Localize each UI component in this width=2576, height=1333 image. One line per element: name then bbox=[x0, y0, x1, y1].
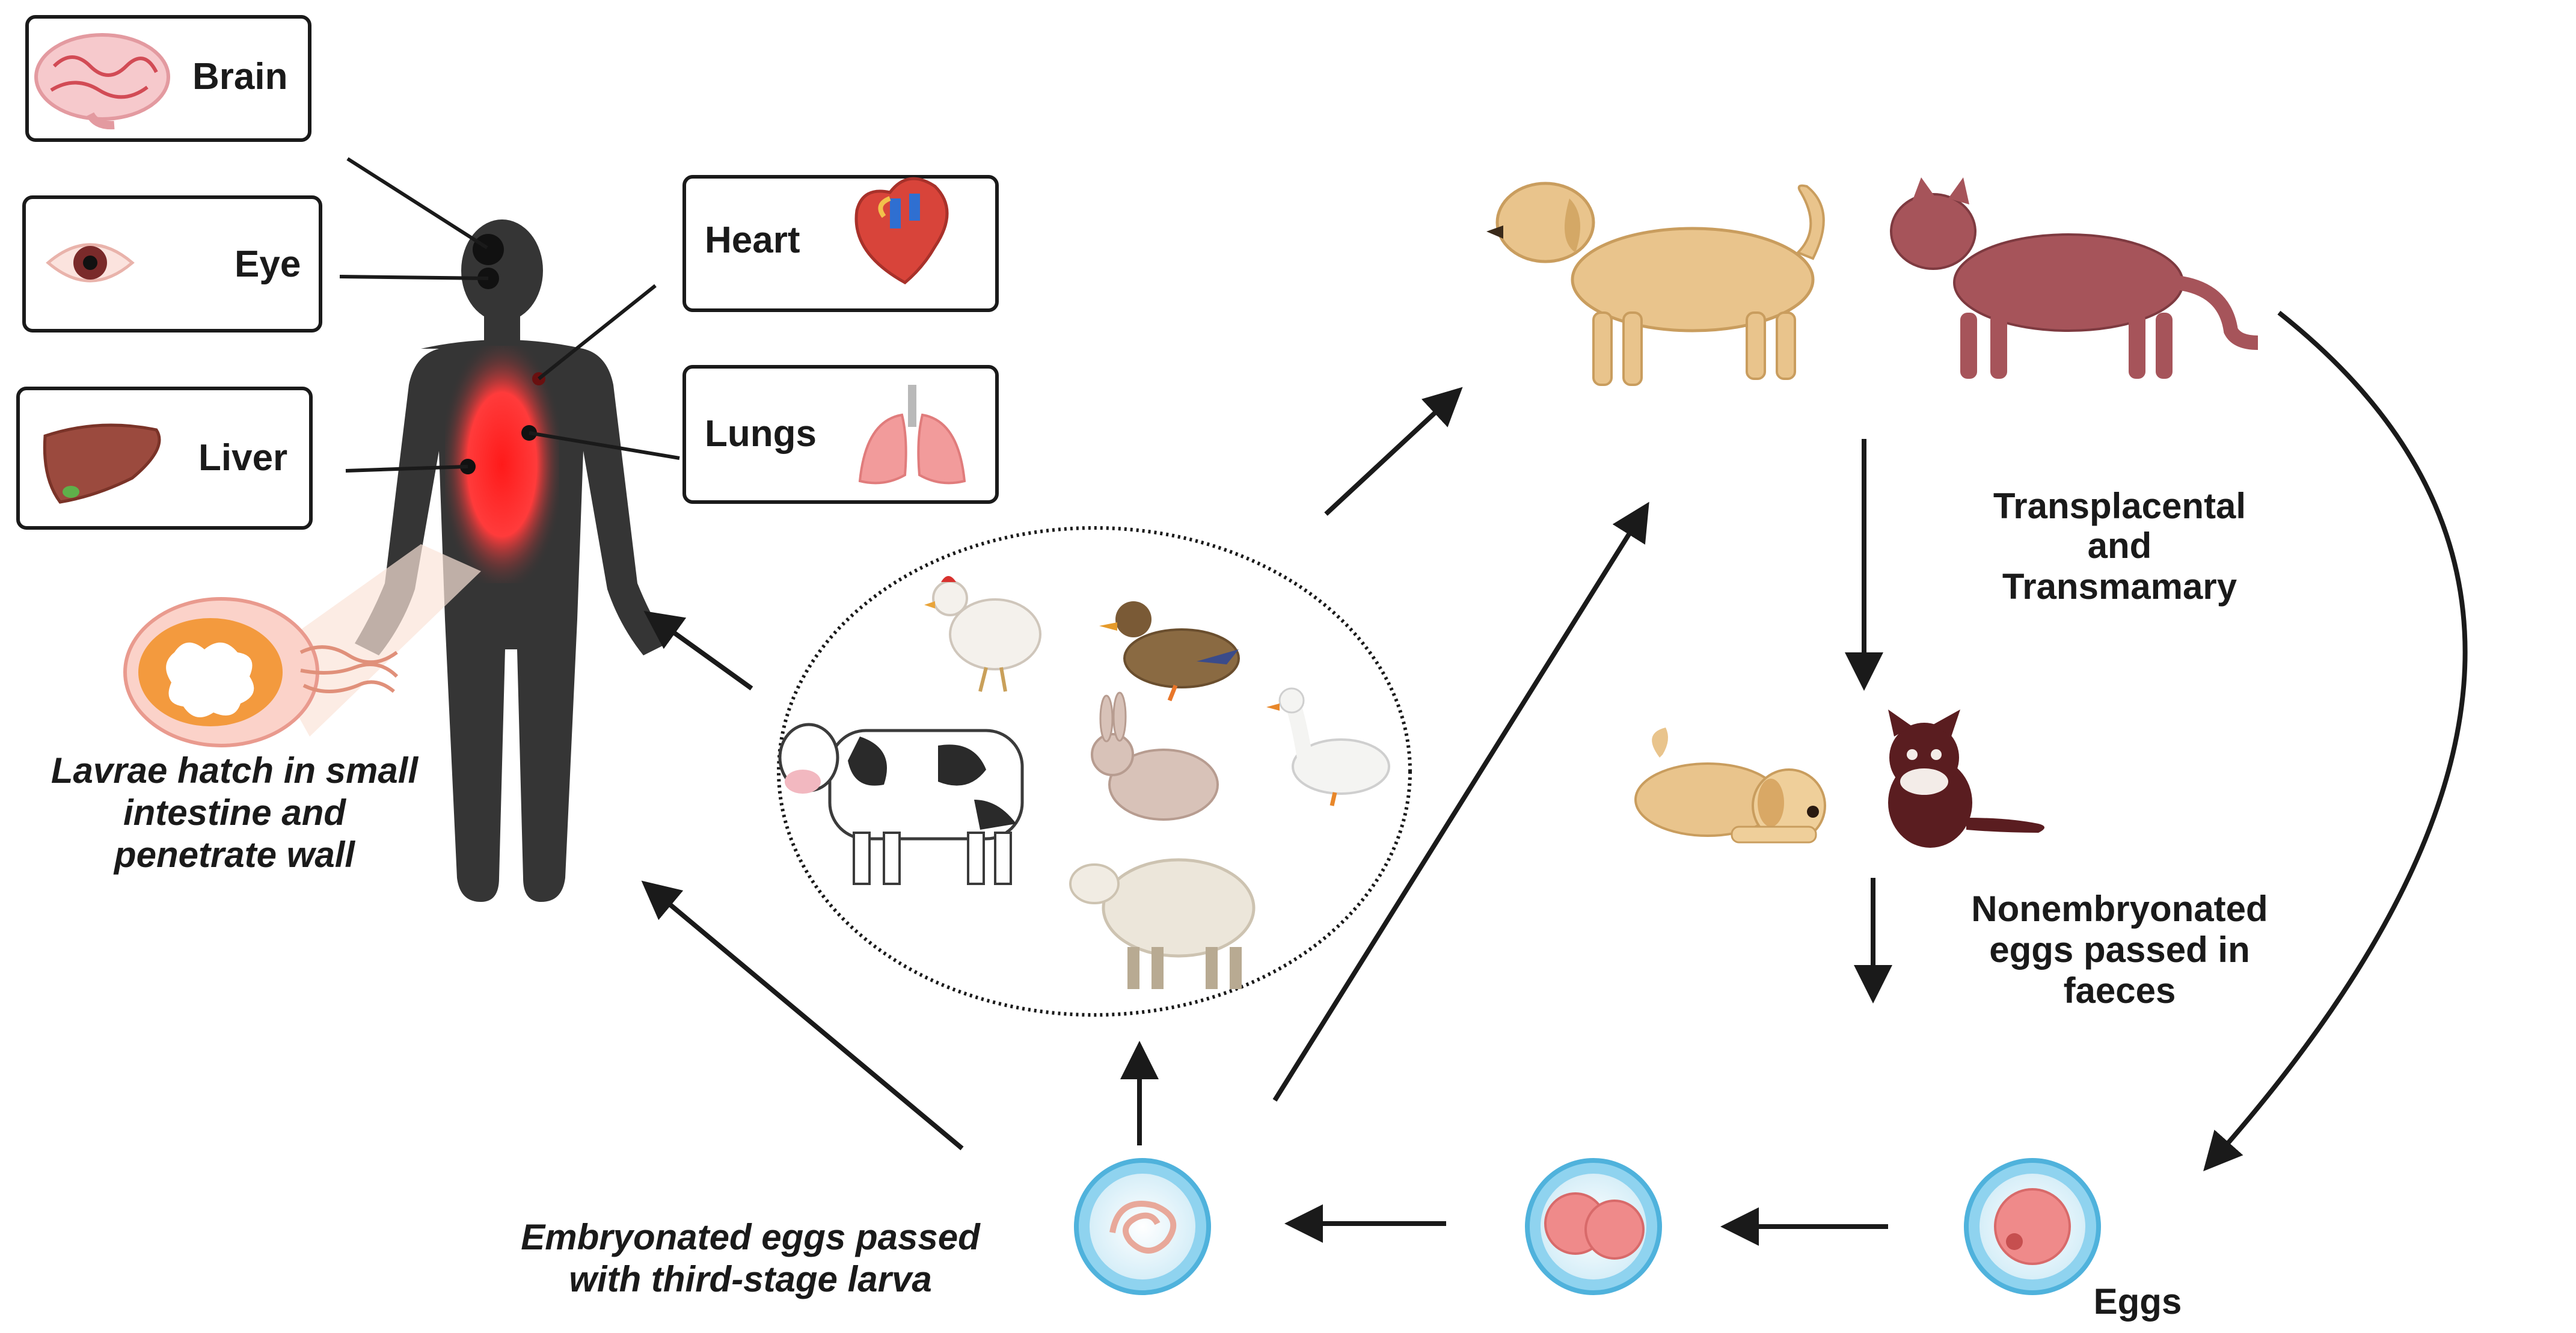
duck-icon bbox=[1099, 601, 1240, 702]
two-cell-egg-icon bbox=[1525, 1158, 1662, 1295]
arrow-cat-to-eggs bbox=[2203, 310, 2468, 1171]
sheep-icon bbox=[1069, 858, 1256, 989]
lungs-icon bbox=[858, 385, 966, 485]
dog-icon bbox=[1486, 182, 1825, 386]
intestine-cross-section-icon bbox=[123, 544, 481, 747]
kitten-icon bbox=[1888, 709, 2044, 848]
brain-box: Brain bbox=[25, 15, 311, 142]
embryonated-caption-line-2: with third-stage larva bbox=[569, 1259, 931, 1299]
arrow-egg-to-human bbox=[641, 880, 964, 1151]
cat-icon bbox=[1890, 177, 2259, 379]
heart-box: Heart bbox=[682, 175, 999, 312]
eye-icon bbox=[46, 243, 135, 283]
nonembryonated-caption-line-2: eggs passed in bbox=[1989, 930, 2249, 970]
brain-label: Brain bbox=[192, 56, 287, 97]
brain-icon bbox=[34, 33, 170, 130]
transplacental-caption-line-1: Transplacental bbox=[1993, 486, 2246, 526]
cow-icon bbox=[778, 723, 1024, 885]
lungs-label: Lungs bbox=[705, 413, 817, 455]
chicken-icon bbox=[924, 576, 1041, 692]
puppy-icon bbox=[1634, 728, 1826, 844]
embryonated-caption-line-1: Embryonated eggs passed bbox=[521, 1217, 981, 1257]
cycle-arrows bbox=[641, 310, 2468, 1246]
eggs-caption: Eggs bbox=[2094, 1281, 2182, 1322]
eye-box: Eye bbox=[22, 195, 322, 332]
larvae-caption-line-1: Lavrae hatch in small bbox=[51, 750, 419, 791]
nonembryonated-caption-line-1: Nonembryonated bbox=[1971, 889, 2268, 929]
arrow-hosts-to-human bbox=[643, 610, 753, 691]
heart-label: Heart bbox=[705, 219, 800, 261]
nonembryonated-caption-line-3: faeces bbox=[2064, 970, 2176, 1011]
egg-icon bbox=[1964, 1158, 2101, 1295]
goose-icon bbox=[1266, 687, 1390, 806]
transplacental-caption-line-2: and bbox=[2088, 526, 2152, 566]
arrow-hosts-to-dog bbox=[1324, 387, 1463, 516]
larvae-caption-line-2: intestine and bbox=[123, 792, 346, 833]
heart-icon bbox=[854, 177, 949, 285]
paratenic-hosts-circle bbox=[777, 526, 1412, 1017]
transplacental-caption-line-3: Transmamary bbox=[2002, 566, 2237, 607]
liver-label: Liver bbox=[198, 437, 287, 479]
organ-pointer-lines bbox=[339, 157, 680, 473]
eye-label: Eye bbox=[235, 244, 301, 285]
larvae-caption-line-3: penetrate wall bbox=[113, 835, 355, 875]
liver-icon bbox=[43, 423, 161, 504]
rabbit-icon bbox=[1091, 691, 1219, 821]
liver-box: Liver bbox=[16, 387, 313, 530]
lungs-box: Lungs bbox=[682, 365, 999, 504]
larvated-egg-icon bbox=[1074, 1158, 1211, 1295]
arrow-egg-to-dog bbox=[1272, 501, 1649, 1102]
